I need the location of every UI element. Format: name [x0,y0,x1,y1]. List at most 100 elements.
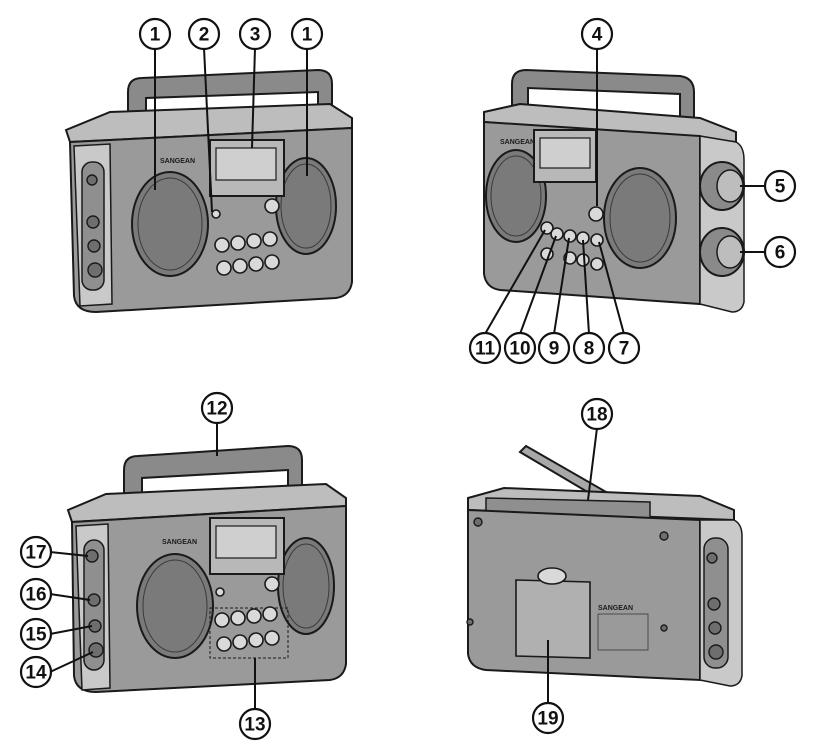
front-side-jack-3 [87,262,103,278]
side-top-right-button [264,576,280,592]
svg-text:9: 9 [549,339,560,360]
angled-speaker-right-ring [609,173,671,263]
callout-7: 7 [607,331,641,365]
svg-text:14: 14 [25,663,47,684]
front-aux-jack [86,174,98,186]
svg-text:8: 8 [584,339,595,360]
front-top-right-button [264,198,280,214]
side-speaker-right-ring [282,543,330,629]
callout-6: 6 [763,235,797,269]
back-screw-2 [659,531,669,541]
back-screw-3 [466,618,474,626]
callout-5: 5 [763,169,797,203]
front-display-screen [215,147,277,181]
back-brand-text: SANGEAN [598,605,633,612]
svg-text:3: 3 [250,25,261,46]
leader-16 [49,593,91,601]
callout-19: 19 [531,701,565,735]
leader-2 [203,47,213,213]
back-aux-jack [706,552,718,564]
callout-14: 14 [19,655,53,689]
back-screw-1 [473,517,483,527]
svg-text:4: 4 [592,25,603,46]
leader-11 [484,229,546,335]
svg-text:13: 13 [244,715,265,736]
leader-9 [553,237,570,335]
callout-13: 13 [238,707,272,741]
svg-text:6: 6 [775,243,786,264]
side-view: SANGEAN 12 17 16 15 14 13 [19,391,347,741]
side-speaker-left-ring [142,559,208,653]
callout-1b: 1 [290,17,324,51]
side-jack-14 [88,642,104,658]
front-side-jack-2 [87,239,101,253]
callout-8: 8 [572,331,606,365]
svg-text:7: 7 [619,339,630,360]
leader-18 [587,427,598,501]
svg-text:19: 19 [537,709,558,730]
svg-text:11: 11 [475,339,496,360]
back-door-latch [537,567,567,585]
back-battery-door [515,579,591,659]
svg-text:10: 10 [509,339,530,360]
angled-speaker-right [603,167,677,269]
svg-text:1: 1 [150,25,161,46]
angled-button-4 [588,206,604,222]
callout-3: 3 [238,17,272,51]
svg-text:15: 15 [25,625,47,646]
side-brand-text: SANGEAN [162,539,197,546]
leader-3 [251,47,256,149]
back-view: SANGEAN 18 19 [466,397,743,735]
svg-text:5: 5 [775,177,786,198]
svg-text:2: 2 [199,25,210,46]
front-side-jack-1 [86,215,100,229]
leader-8 [582,239,590,335]
callout-9: 9 [537,331,571,365]
side-display-screen [215,525,277,559]
angled-speaker-left-ring [490,155,542,237]
leader-15 [49,625,93,635]
callout-16: 16 [19,577,53,611]
back-screw-4 [660,624,668,632]
leader-10 [519,235,557,335]
angled-display-screen [539,137,591,169]
side-keypad [214,606,280,652]
angled-knob-lower-cap [716,235,744,269]
angled-knob-upper-cap [716,169,744,203]
angled-view: SANGEAN 4 5 6 [468,17,797,365]
svg-text:18: 18 [586,405,607,426]
angled-brand-text: SANGEAN [500,139,535,146]
side-keypad-outline [209,607,289,659]
svg-text:17: 17 [25,543,46,564]
callout-10: 10 [503,331,537,365]
svg-text:16: 16 [25,585,46,606]
leader-17 [49,551,89,557]
back-jack-1 [707,597,721,611]
callout-2: 2 [187,17,221,51]
back-label-block [597,613,649,651]
callout-12: 12 [200,391,234,425]
front-view: SANGEAN 1 2 3 1 [64,17,353,314]
callout-4: 4 [580,17,614,51]
callout-18: 18 [580,397,614,431]
front-brand-text: SANGEAN [160,158,195,165]
callout-17: 17 [19,535,53,569]
front-speaker-left [131,171,209,277]
back-jack-2 [708,621,722,635]
svg-text:1: 1 [302,25,313,46]
callout-1a: 1 [138,17,172,51]
svg-text:12: 12 [206,399,227,420]
side-speaker-right [277,537,335,635]
front-speaker-left-ring [137,177,203,271]
leader-14 [49,651,94,673]
front-keypad [214,231,280,276]
callout-15: 15 [19,617,53,651]
side-small-button [215,587,225,597]
back-jack-3 [708,644,724,660]
angled-speaker-left [485,149,547,243]
side-speaker-left [136,553,214,659]
leader-7 [598,241,625,335]
callout-11: 11 [468,331,502,365]
